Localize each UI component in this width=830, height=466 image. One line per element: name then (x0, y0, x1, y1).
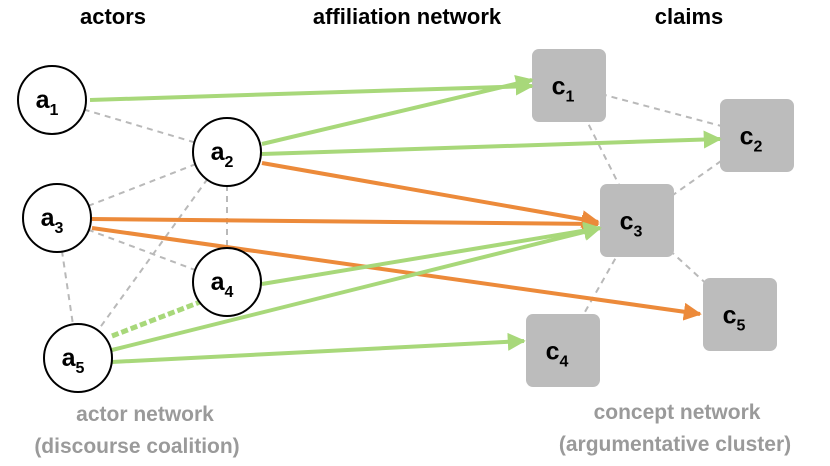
actor-letter: a (36, 86, 51, 114)
heading-actors: actors (80, 4, 146, 29)
actor-label-a4: a4 (211, 268, 234, 301)
actor-node-a2: a2 (192, 117, 262, 187)
claim-label-c1: c1 (552, 73, 575, 106)
claim-subscript: 1 (566, 89, 575, 106)
claim-node-c1: c1 (532, 49, 606, 122)
affiliation-edge-a3-c3 (91, 214, 600, 233)
claim-box-c2 (720, 99, 794, 172)
claim-letter: c (546, 338, 560, 366)
actor-circle-a5 (43, 323, 113, 393)
claim-node-c2: c2 (720, 99, 794, 172)
claim-node-c5: c5 (703, 278, 777, 351)
claim-letter: c (740, 123, 754, 151)
heading-affiliation-network: affiliation network (313, 4, 502, 29)
claim-letter: c (552, 73, 566, 101)
actor-link-a4-a5 (111, 299, 201, 339)
actor-letter: a (62, 344, 77, 372)
actor-network-caption-sub: (discourse coalition) (34, 435, 239, 458)
actor-subscript: 5 (76, 360, 85, 377)
affiliation-edge-a2-c1 (261, 74, 534, 146)
affiliation-edge-a3-c5 (91, 226, 702, 321)
claim-letter: c (723, 302, 737, 330)
claim-box-c1 (532, 49, 606, 122)
affiliation-edge-a5-c3 (111, 223, 602, 352)
actor-node-a4: a4 (192, 247, 262, 317)
actor-letter: a (41, 204, 56, 232)
claim-subscript: 4 (560, 354, 569, 371)
claim-label-c5: c5 (723, 302, 746, 335)
concept-network-caption: concept network (594, 401, 761, 424)
actor-network-caption: actor network (76, 403, 214, 426)
affiliation-edge-a5-c4 (111, 332, 526, 364)
actor-subscript: 1 (50, 102, 59, 119)
actor-link-a1-a2 (51, 99, 228, 153)
actor-link-a2-a5 (77, 151, 228, 359)
affiliation-edge-a2-c2 (261, 130, 722, 156)
affiliation-edge-a4-c3 (261, 221, 602, 286)
actor-letter: a (211, 268, 226, 296)
actor-label-a2: a2 (211, 138, 234, 171)
claim-node-c4: c4 (526, 314, 600, 387)
concept-network-caption-sub: (argumentative cluster) (559, 433, 791, 456)
claim-label-c2: c2 (740, 123, 763, 156)
claim-label-c3: c3 (620, 208, 643, 241)
claim-subscript: 5 (737, 318, 746, 335)
actor-circle-a3 (22, 183, 92, 253)
claim-box-c5 (703, 278, 777, 351)
affiliation-edges (89, 74, 722, 364)
affiliation-edge-a1-c1 (89, 77, 534, 102)
actor-circle-a1 (17, 65, 87, 135)
actor-circle-a4 (192, 247, 262, 317)
claim-label-c4: c4 (546, 338, 569, 371)
claim-node-c3: c3 (600, 184, 674, 257)
actor-subscript: 4 (225, 284, 234, 301)
affiliation-edge-a2-c3 (261, 161, 600, 229)
claim-subscript: 2 (754, 139, 763, 156)
actor-circle-a2 (192, 117, 262, 187)
heading-claims: claims (655, 4, 724, 29)
actor-link-a2-a3 (56, 151, 228, 219)
actor-link-a3-a4 (56, 217, 228, 283)
claim-letter: c (620, 208, 634, 236)
actor-label-a1: a1 (36, 86, 59, 119)
claim-box-c4 (526, 314, 600, 387)
actor-subscript: 3 (55, 220, 64, 237)
actor-node-a1: a1 (17, 65, 87, 135)
actor-subscript: 2 (225, 154, 234, 171)
claim-subscript: 3 (634, 224, 643, 241)
actor-label-a3: a3 (41, 204, 64, 237)
actor-letter: a (211, 138, 226, 166)
actor-node-a3: a3 (22, 183, 92, 253)
actor-label-a5: a5 (62, 344, 85, 377)
claim-box-c3 (600, 184, 674, 257)
actor-node-a5: a5 (43, 323, 113, 393)
